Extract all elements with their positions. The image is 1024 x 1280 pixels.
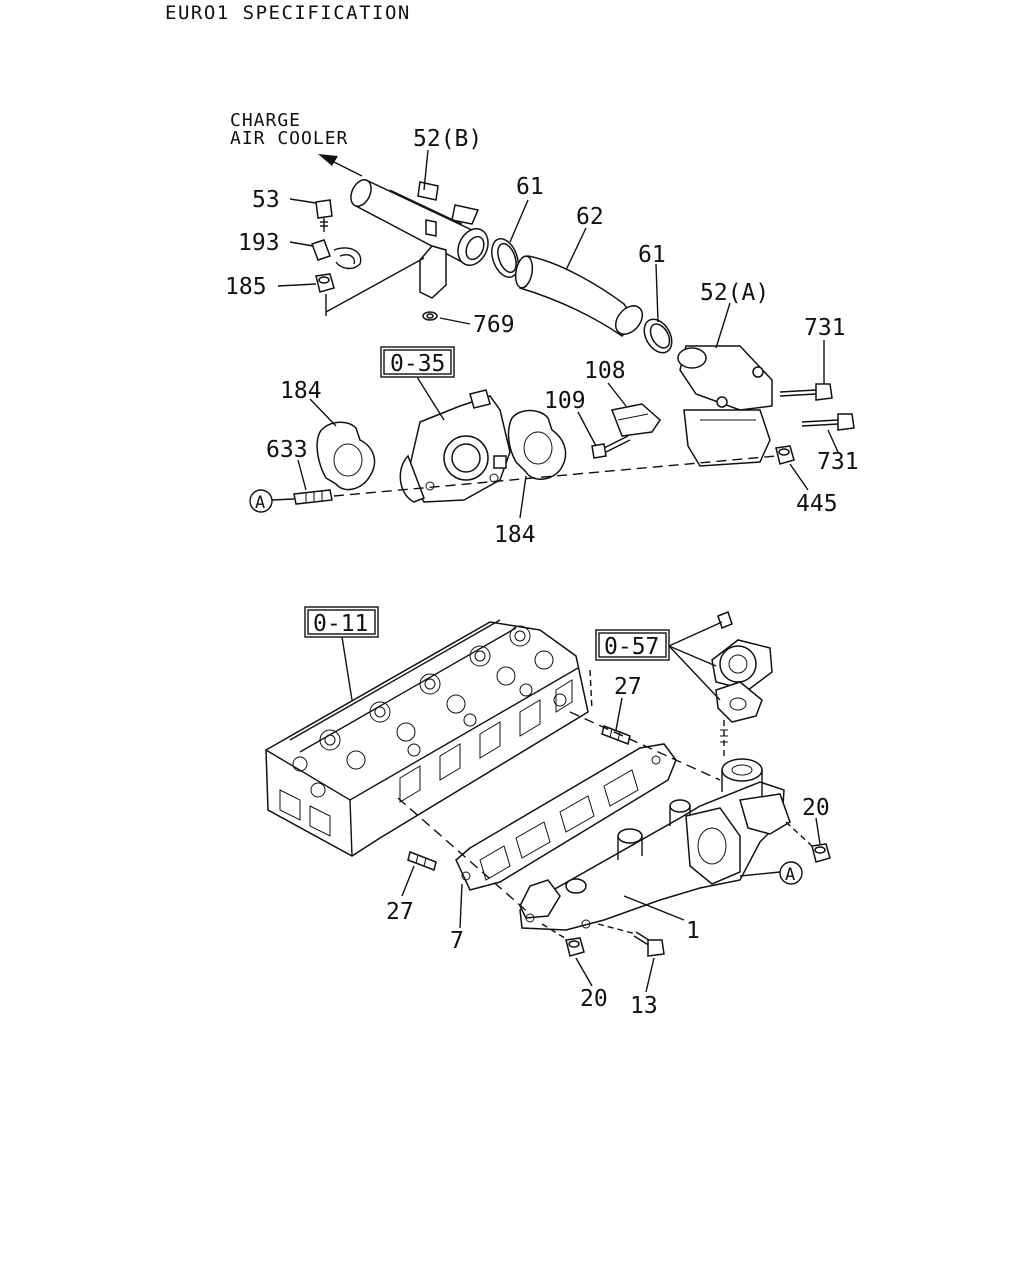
assembly-axes-lower <box>397 669 813 941</box>
svg-text:A: A <box>785 865 795 885</box>
label-62: 62 <box>576 204 604 230</box>
part-27-stud-a <box>601 724 631 746</box>
label-185: 185 <box>225 274 267 300</box>
label-52b: 52(B) <box>413 126 482 152</box>
part-53-bolt <box>315 199 333 232</box>
part-184-gasket-b <box>507 409 567 480</box>
note-line-1: CHARGE <box>230 110 301 131</box>
ref-box-0-35: 0-35 <box>380 346 455 421</box>
part-61-clamp-b <box>643 318 673 354</box>
part-1-manifold <box>519 758 791 931</box>
label-769: 769 <box>473 312 515 338</box>
label-27-a: 27 <box>614 674 642 700</box>
label-108: 108 <box>584 358 626 384</box>
label-61-b: 61 <box>638 242 666 268</box>
assembly-axis <box>333 455 777 497</box>
note-line-2: AIR COOLER <box>230 128 348 149</box>
component-throttle-body <box>399 389 511 503</box>
label-13: 13 <box>630 993 658 1019</box>
part-20-nut-b <box>565 937 585 957</box>
part-61-clamp-a <box>491 238 519 278</box>
svg-text:0-11: 0-11 <box>313 611 368 637</box>
part-185-nut <box>315 273 335 293</box>
page-title: EURO1 SPECIFICATION <box>165 2 411 24</box>
label-731-a: 731 <box>804 315 846 341</box>
label-193: 193 <box>238 230 280 256</box>
label-731-b: 731 <box>817 449 859 475</box>
label-184-a: 184 <box>280 378 322 404</box>
part-109-bolt <box>591 435 631 459</box>
label-445: 445 <box>796 491 838 517</box>
label-1: 1 <box>686 918 700 944</box>
svg-text:A: A <box>255 493 265 513</box>
part-184-gasket-a <box>316 421 376 491</box>
part-27-stud-b <box>407 850 437 872</box>
svg-text:0-57: 0-57 <box>604 634 659 660</box>
component-cylinder-head <box>265 619 589 857</box>
label-109: 109 <box>544 388 586 414</box>
part-108-bracket <box>610 403 661 437</box>
part-13-bolt <box>633 931 665 957</box>
part-52b-pipe <box>350 178 489 299</box>
label-20-b: 20 <box>580 986 608 1012</box>
ref-box-0-11: 0-11 <box>304 606 379 701</box>
component-egr-valve <box>711 611 773 760</box>
label-7: 7 <box>450 928 464 954</box>
label-20-a: 20 <box>802 795 830 821</box>
part-769-washer <box>422 311 438 321</box>
label-27-b: 27 <box>386 899 414 925</box>
part-62-hose <box>514 255 644 337</box>
label-52a: 52(A) <box>700 280 769 306</box>
part-633-stud <box>293 489 333 505</box>
part-193-clip <box>311 239 362 270</box>
part-731-bolt-a <box>779 383 833 401</box>
part-52a-housing <box>677 345 773 467</box>
direction-arrow <box>318 154 363 177</box>
label-633: 633 <box>266 437 308 463</box>
part-20-nut-a <box>811 843 831 863</box>
guide-line <box>325 257 425 313</box>
part-731-bolt-b <box>801 413 855 431</box>
label-61-a: 61 <box>516 174 544 200</box>
marker-a-upper: A <box>249 489 295 513</box>
label-53: 53 <box>252 187 280 213</box>
part-445-nut <box>775 445 795 465</box>
part-7-gasket <box>455 743 677 891</box>
svg-text:0-35: 0-35 <box>390 351 445 377</box>
ref-box-0-57: 0-57 <box>595 621 723 701</box>
label-184-b: 184 <box>494 522 536 548</box>
marker-a-lower: A <box>739 861 803 885</box>
